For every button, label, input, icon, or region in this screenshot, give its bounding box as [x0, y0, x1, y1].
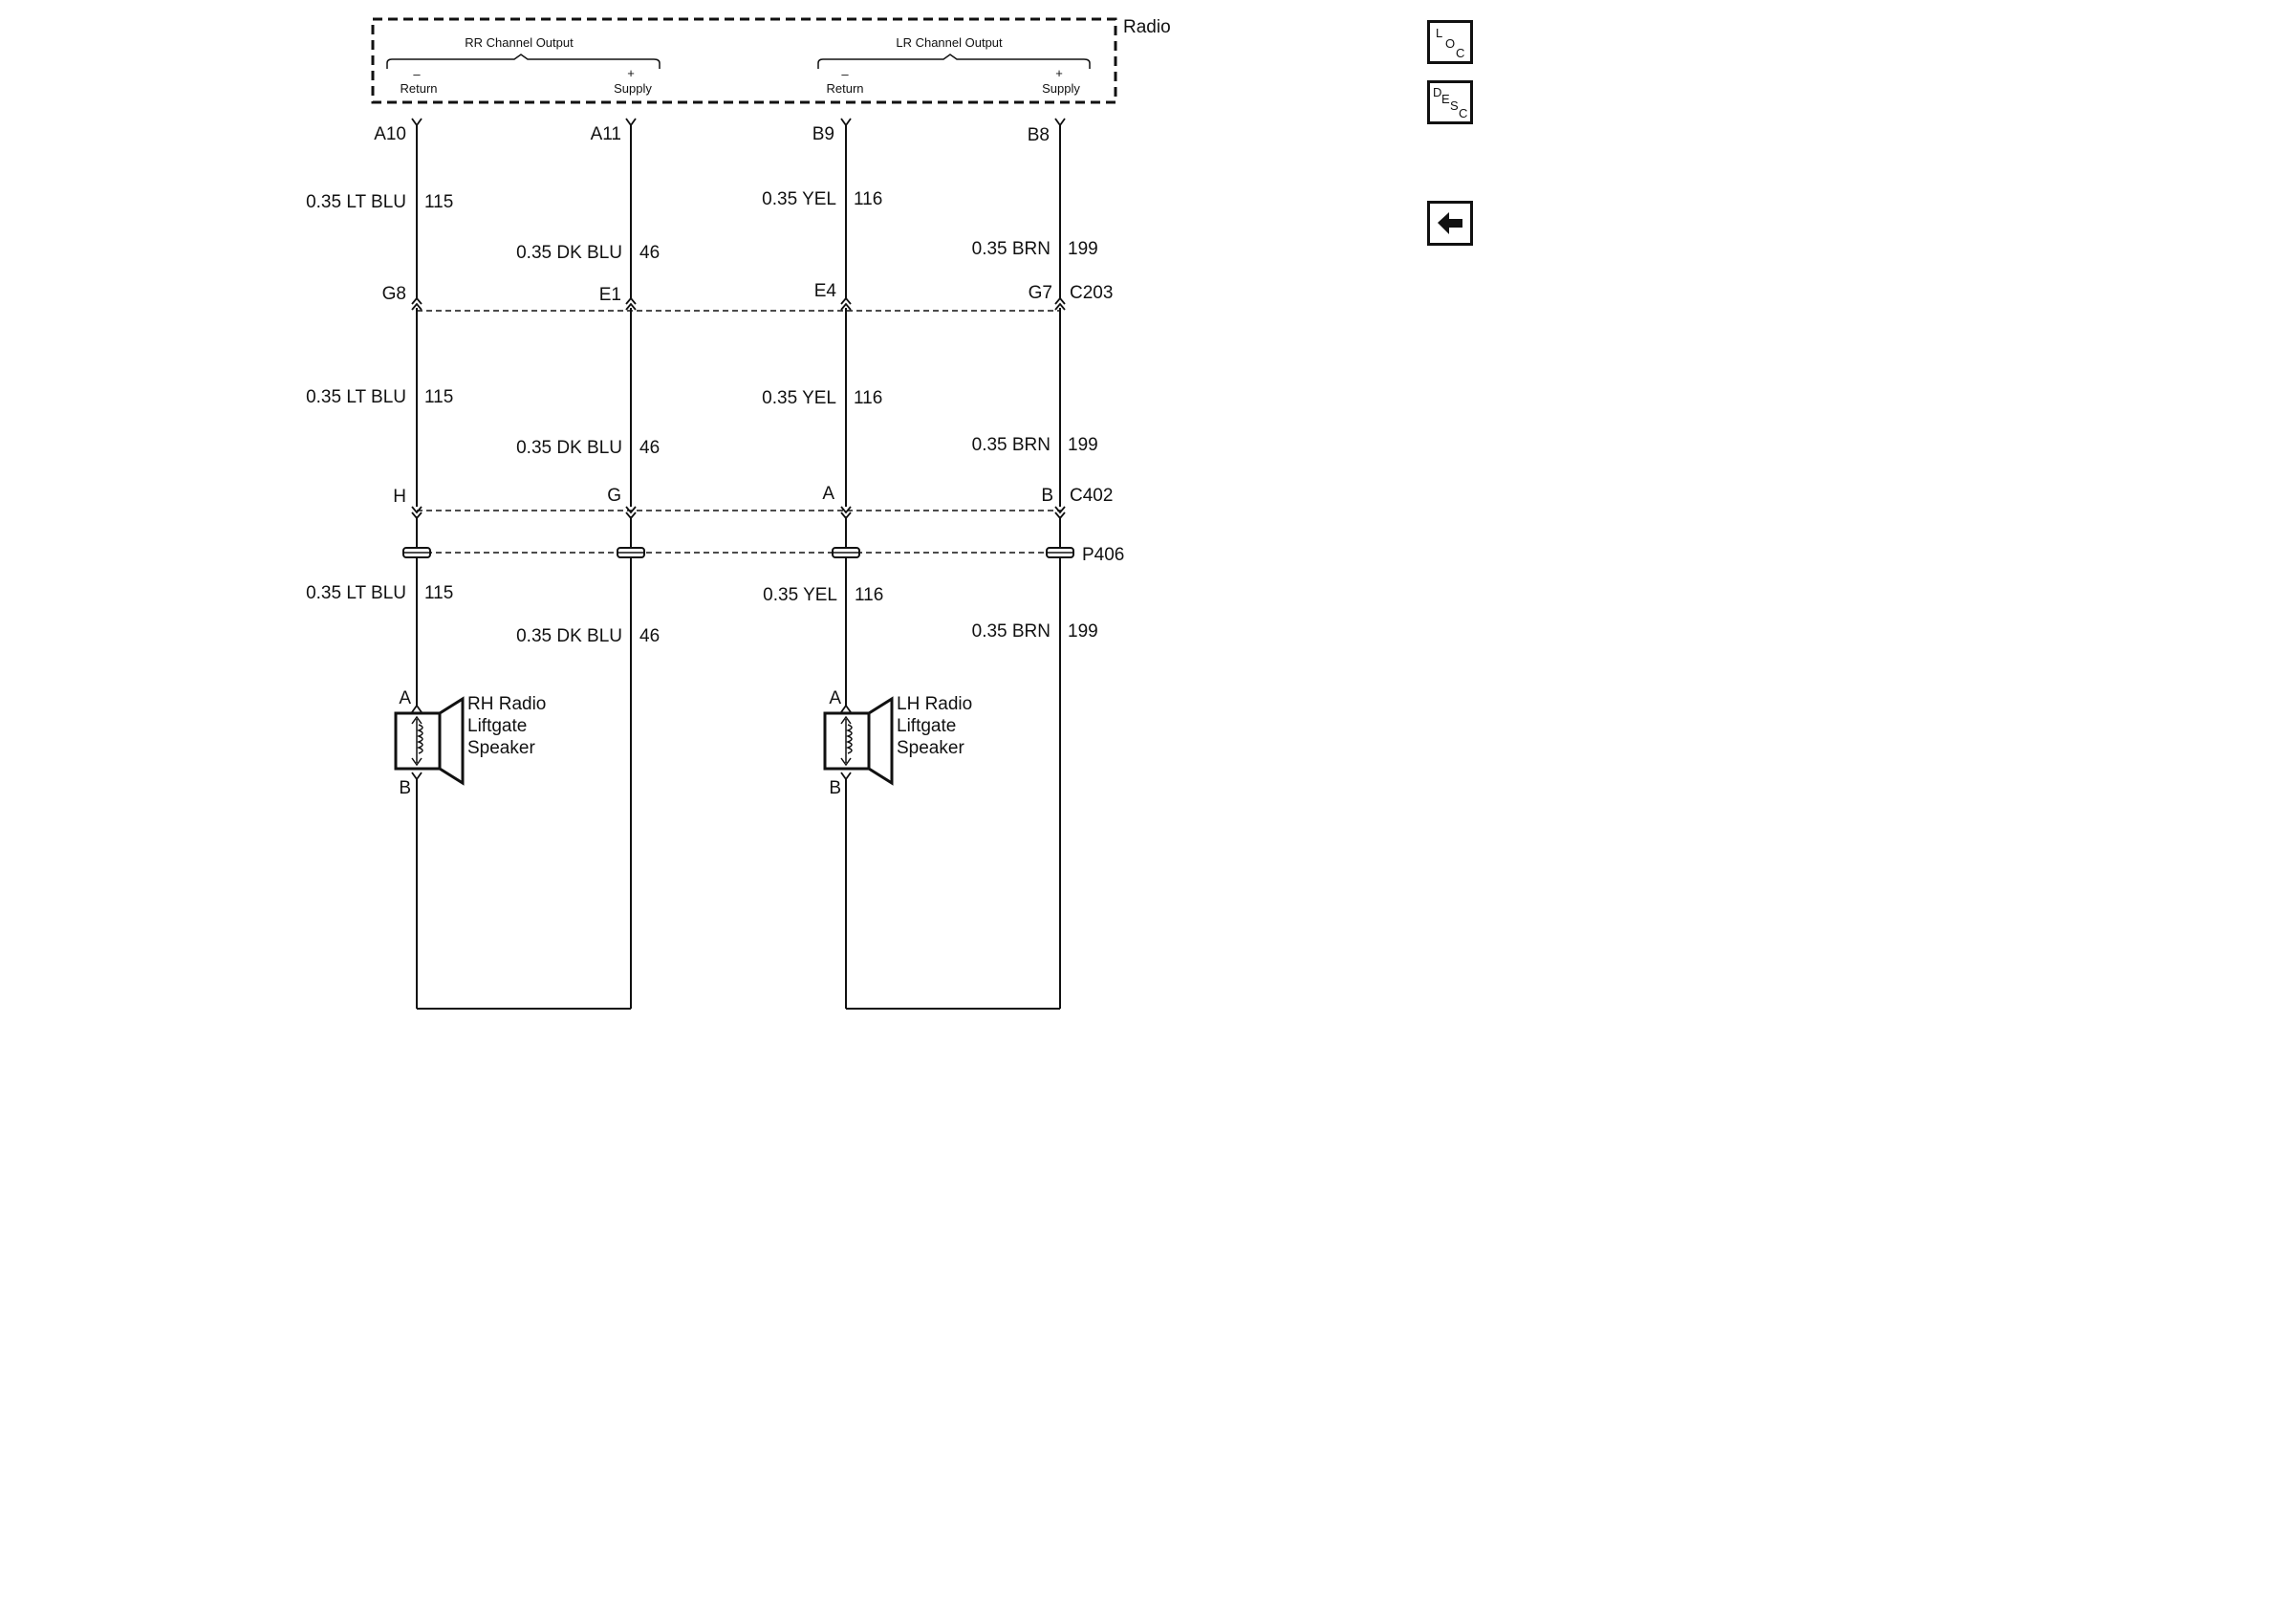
c203-terminal-3 [840, 296, 852, 311]
lh-speaker-pin-b: B [829, 778, 841, 798]
radio-terminal-b9 [840, 118, 852, 127]
desc-button[interactable]: D E S C [1427, 80, 1473, 124]
radio-pin-a10: A10 [374, 124, 406, 144]
rr-plus: + [627, 66, 635, 80]
wire-46-label-1: 0.35 DK BLU [516, 243, 622, 263]
c203-pin-e1: E1 [599, 285, 621, 305]
c203-pin-g7: G7 [1029, 283, 1052, 303]
rr-return-label: Return [400, 81, 437, 96]
radio-terminal-a10 [411, 118, 422, 127]
lr-minus: – [841, 67, 849, 81]
wire-199-circuit-1: 199 [1068, 239, 1098, 259]
rh-speaker-terminal-a [411, 704, 422, 713]
rh-speaker-symbol [394, 696, 465, 786]
rr-group-bracket [386, 54, 661, 69]
desc-letter-e: E [1441, 92, 1450, 106]
wire-46-label-2: 0.35 DK BLU [516, 438, 622, 458]
rr-group-label: RR Channel Output [465, 35, 574, 50]
rr-supply-label: Supply [614, 81, 652, 96]
rh-speaker-name-line3: Speaker [467, 738, 535, 758]
c402-pin-g: G [607, 486, 621, 506]
c402-terminal-2 [625, 506, 637, 520]
loc-letter-c: C [1456, 46, 1465, 60]
wire-115-circuit-3: 115 [424, 583, 453, 603]
c203-pin-e4: E4 [814, 281, 837, 301]
lh-speaker-symbol [823, 696, 894, 786]
wire-46-circuit-1: 46 [639, 243, 660, 263]
wire-115-label-3: 0.35 LT BLU [306, 583, 406, 603]
rh-speaker-name-line2: Liftgate [467, 716, 527, 736]
arrow-left-icon [1438, 212, 1462, 234]
lh-speaker-terminal-b [840, 772, 852, 781]
lh-speaker-name-line3: Speaker [897, 738, 964, 758]
lr-group-label: LR Channel Output [896, 35, 1003, 50]
c402-pin-h: H [393, 487, 406, 507]
wire-199-circuit-3: 199 [1068, 621, 1098, 642]
loc-letter-l: L [1436, 26, 1443, 40]
lh-speaker-name-line1: LH Radio [897, 694, 972, 714]
c203-connector-label: C203 [1070, 283, 1113, 303]
desc-letter-s: S [1450, 98, 1459, 113]
c402-terminal-4 [1054, 506, 1066, 520]
rr-minus: – [413, 67, 421, 81]
back-button[interactable] [1427, 201, 1473, 246]
desc-letter-d: D [1433, 85, 1442, 99]
wire-116-label-3: 0.35 YEL [763, 585, 837, 605]
rh-speaker-pin-b: B [399, 778, 411, 798]
wire-116-circuit-1: 116 [854, 189, 882, 209]
c203-terminal-2 [625, 296, 637, 311]
wire-116-circuit-3: 116 [855, 585, 883, 605]
c203-terminal-4 [1054, 296, 1066, 311]
radio-terminal-b8 [1054, 118, 1066, 127]
wire-46-circuit-3: 46 [639, 626, 660, 646]
lh-speaker-name-line2: Liftgate [897, 716, 956, 736]
rh-speaker-terminal-b [411, 772, 422, 781]
c402-pin-b: B [1041, 486, 1053, 506]
loc-letter-o: O [1445, 36, 1456, 51]
lr-supply-label: Supply [1042, 81, 1080, 96]
c203-terminal-1 [411, 296, 422, 311]
wire-199-label-3: 0.35 BRN [972, 621, 1051, 642]
lr-return-label: Return [826, 81, 863, 96]
wire-46-circuit-2: 46 [639, 438, 660, 458]
wire-199-label-1: 0.35 BRN [972, 239, 1051, 259]
rh-speaker-name-line1: RH Radio [467, 694, 546, 714]
c402-connector-label: C402 [1070, 486, 1113, 506]
radio-pin-b8: B8 [1028, 125, 1050, 145]
radio-label: Radio [1123, 17, 1171, 37]
wire-115-label-1: 0.35 LT BLU [306, 192, 406, 212]
loc-button[interactable]: L O C [1427, 20, 1473, 64]
rh-speaker-pin-a: A [399, 688, 411, 708]
lh-speaker-terminal-a [840, 704, 852, 713]
wire-116-circuit-2: 116 [854, 388, 882, 408]
wiring-diagram: Radio RR Channel Output – Return + Suppl… [306, 17, 1171, 1010]
wire-115-label-2: 0.35 LT BLU [306, 387, 406, 407]
wire-116-label-2: 0.35 YEL [762, 388, 836, 408]
wire-199-circuit-2: 199 [1068, 435, 1098, 455]
lr-group-bracket [817, 54, 1091, 69]
wire-46-label-3: 0.35 DK BLU [516, 626, 622, 646]
radio-module-box [371, 17, 1117, 104]
wire-116-label-1: 0.35 YEL [762, 189, 836, 209]
wire-115-circuit-1: 115 [424, 192, 453, 212]
p406-connector-label: P406 [1082, 545, 1124, 565]
radio-pin-b9: B9 [812, 124, 834, 144]
wire-199-label-2: 0.35 BRN [972, 435, 1051, 455]
radio-pin-a11: A11 [591, 124, 621, 144]
wire-115-circuit-2: 115 [424, 387, 453, 407]
c402-terminal-1 [411, 506, 422, 520]
lh-speaker-pin-a: A [829, 688, 841, 708]
lr-plus: + [1055, 66, 1063, 80]
c203-pin-g8: G8 [382, 284, 406, 304]
c402-terminal-3 [840, 506, 852, 520]
radio-terminal-a11 [625, 118, 637, 127]
desc-letter-c: C [1459, 106, 1468, 120]
c402-pin-a: A [822, 484, 834, 504]
